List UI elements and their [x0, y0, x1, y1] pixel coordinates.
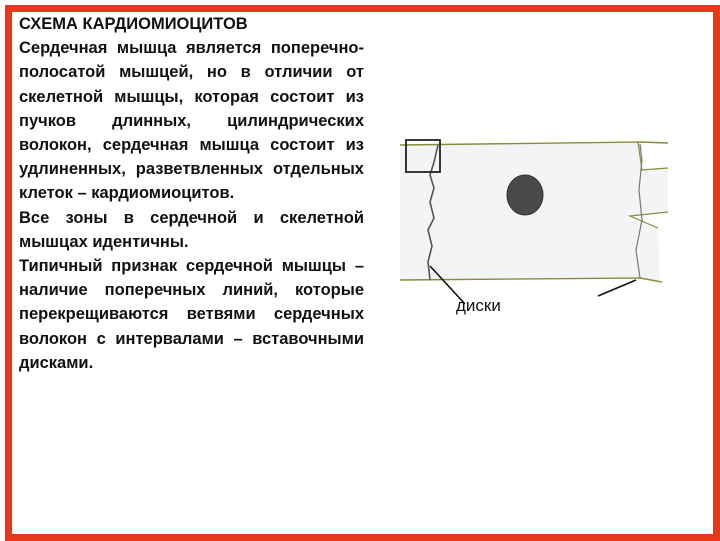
paragraph-1: Сердечная мышца является поперечно-полос… [19, 39, 364, 203]
cell-top-outline [399, 141, 669, 146]
slide-title: СХЕМА КАРДИОМИОЦИТОВ [19, 15, 248, 33]
text-block: СХЕМА КАРДИОМИОЦИТОВ Сердечная мышца явл… [19, 12, 364, 375]
intercalated-disk-right [635, 143, 643, 279]
intercalated-disk-left [427, 144, 439, 281]
disks-label: диски [456, 296, 501, 315]
paragraph-3: Типичный признак сердечной мышцы – налич… [19, 257, 364, 372]
cell-branch-outline [627, 141, 669, 229]
cardiomyocyte-diagram [399, 139, 669, 305]
paragraph-2: Все зоны в сердечной и скелетной мышцах … [19, 208, 364, 251]
highlight-box [405, 139, 441, 173]
nucleus [506, 174, 544, 216]
disk-pointer-left [429, 265, 466, 305]
disk-pointer-right [597, 279, 637, 297]
